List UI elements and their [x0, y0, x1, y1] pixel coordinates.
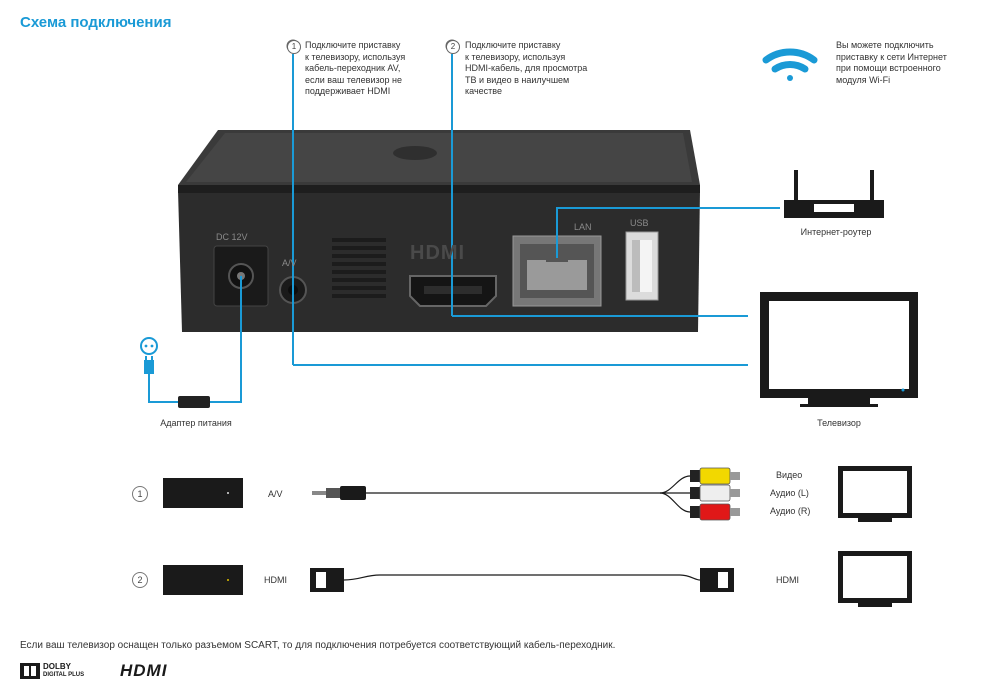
av-port-label: A/V	[282, 258, 297, 268]
hdmi-cable-row	[163, 551, 912, 607]
audio-left-label: Аудио (L)	[770, 488, 809, 498]
hdmi-left-label: HDMI	[264, 575, 287, 585]
step-1-line: если ваш телевизор не	[305, 74, 402, 85]
router-label: Интернет-роутер	[800, 227, 872, 237]
step-1-marker: 1	[287, 40, 301, 54]
step-1-instructions: Подключите приставку к телевизору, испол…	[305, 40, 445, 98]
row-1-marker: 1	[132, 486, 148, 502]
step-1-line: к телевизору, используя	[305, 51, 406, 62]
tv-icon-large	[760, 292, 918, 407]
row-2-marker: 2	[132, 572, 148, 588]
wifi-icon	[762, 48, 818, 81]
dc-port-label: DC 12V	[216, 232, 248, 242]
wifi-note-line: модуля Wi-Fi	[836, 74, 891, 85]
wifi-note: Вы можете подключить приставку к сети Ин…	[836, 40, 976, 86]
wifi-note-line: приставку к сети Интернет	[836, 51, 947, 62]
step-2-line: Подключите приставку	[465, 40, 561, 50]
step-2-marker: 2	[446, 40, 460, 54]
adapter-label: Адаптер питания	[160, 418, 232, 428]
set-top-box	[178, 130, 700, 332]
step-2-instructions: Подключите приставку к телевизору, испол…	[465, 40, 615, 98]
step-1-line: кабель-переходник AV,	[305, 63, 401, 73]
step-2-line: к телевизору, используя	[465, 51, 566, 62]
wifi-note-line: при помощи встроенного	[836, 63, 941, 73]
dolby-wordmark: DOLBY	[43, 662, 71, 671]
tv-label: Телевизор	[817, 418, 861, 428]
hdmi-right-label: HDMI	[776, 575, 799, 585]
step-1-line: поддерживает HDMI	[305, 86, 391, 96]
video-output-label: Видео	[776, 470, 803, 480]
step-2-line: ТВ и видео в наилучшем	[465, 74, 570, 85]
usb-port-label: USB	[630, 218, 649, 228]
dolby-logo	[20, 663, 40, 679]
hdmi-logo: HDMI	[120, 661, 168, 680]
power-adapter	[140, 337, 210, 408]
av-connector-label: A/V	[268, 489, 283, 499]
wifi-note-line: Вы можете подключить	[836, 40, 934, 50]
connection-cables	[148, 54, 780, 403]
av-cable-row	[163, 466, 912, 522]
scart-footnote: Если ваш телевизор оснащен только разъем…	[20, 640, 616, 651]
step-1-line: Подключите приставку	[305, 40, 401, 50]
page-title: Схема подключения	[20, 14, 172, 31]
step-2-line: HDMI-кабель, для просмотра	[465, 63, 588, 73]
step-2-line: качестве	[465, 86, 502, 96]
dolby-subtitle: DIGITAL PLUS	[43, 672, 85, 678]
hdmi-port-label: HDMI	[410, 242, 466, 264]
audio-right-label: Аудио (R)	[770, 506, 811, 516]
lan-port-label: LAN	[574, 222, 592, 232]
router-icon	[784, 170, 884, 218]
dolby-logo-text: DOLBY DIGITAL PLUS	[43, 663, 84, 679]
